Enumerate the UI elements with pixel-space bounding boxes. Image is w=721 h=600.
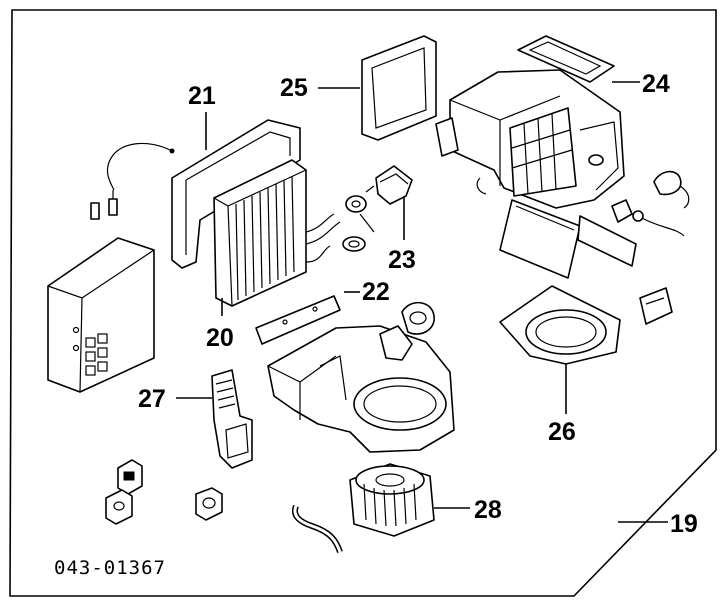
thermo-sensor [90,142,175,220]
part-23-linkage [342,165,413,252]
callout-26: 26 [548,418,576,446]
part-28-blower-motor [349,463,435,537]
part-22-strip [255,295,341,345]
part-26-plate [499,285,621,365]
part-25-gasket [361,35,437,141]
part-20-evaporator [213,159,341,307]
part-27-bracket [211,369,253,469]
callout-27: 27 [138,385,166,413]
control-panel-box [47,237,155,393]
callout-21: 21 [188,82,216,110]
drain-hose-inner [293,505,342,553]
small-parts-right [611,170,690,325]
air-filter [499,199,637,279]
clip [476,177,487,195]
callout-23: 23 [388,246,416,274]
part-24-gasket [517,35,615,83]
diagram-frame [9,9,717,597]
diagram-code: 043-01367 [54,557,166,579]
callout-25: 25 [280,74,308,102]
callout-28: 28 [474,496,502,524]
connectors [105,459,223,525]
intake-housing [435,69,625,209]
callout-19: 19 [670,510,698,538]
blower-case [267,301,455,453]
callout-22: 22 [362,278,390,306]
leader-lines [176,81,668,523]
callout-20: 20 [206,324,234,352]
callout-24: 24 [642,70,670,98]
